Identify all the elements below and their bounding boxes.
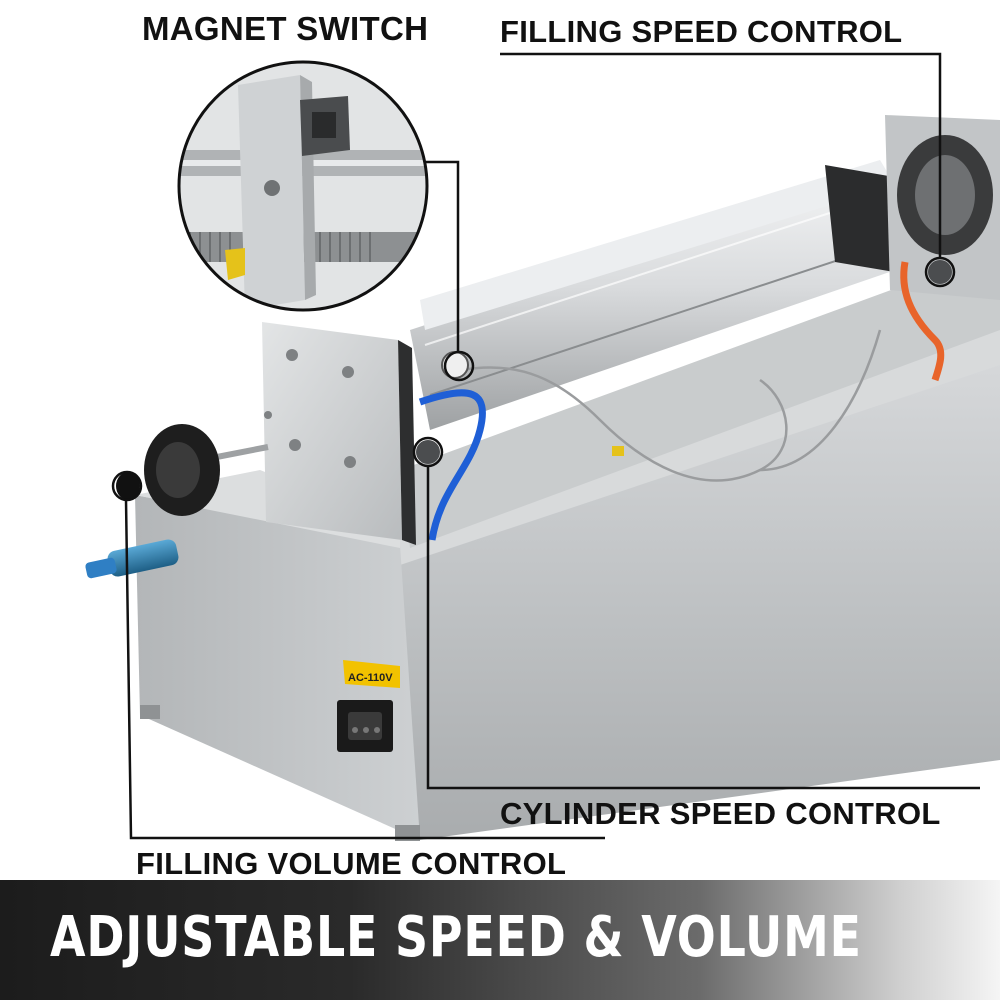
callout-filling-speed-control: FILLING SPEED CONTROL — [500, 14, 903, 49]
magnet-switch-inset — [177, 60, 429, 312]
headline-banner — [0, 880, 1000, 1000]
callout-filling-volume-control: FILLING VOLUME CONTROL — [136, 846, 567, 881]
callout-lines — [111, 52, 980, 840]
callout-magnet-switch: MAGNET SWITCH — [142, 10, 429, 47]
callout-cylinder-speed-control: CYLINDER SPEED CONTROL — [500, 796, 941, 831]
banner-headline: ADJUSTABLE SPEED & VOLUME — [50, 905, 862, 970]
voltage-sticker: AC-110V — [348, 672, 393, 684]
